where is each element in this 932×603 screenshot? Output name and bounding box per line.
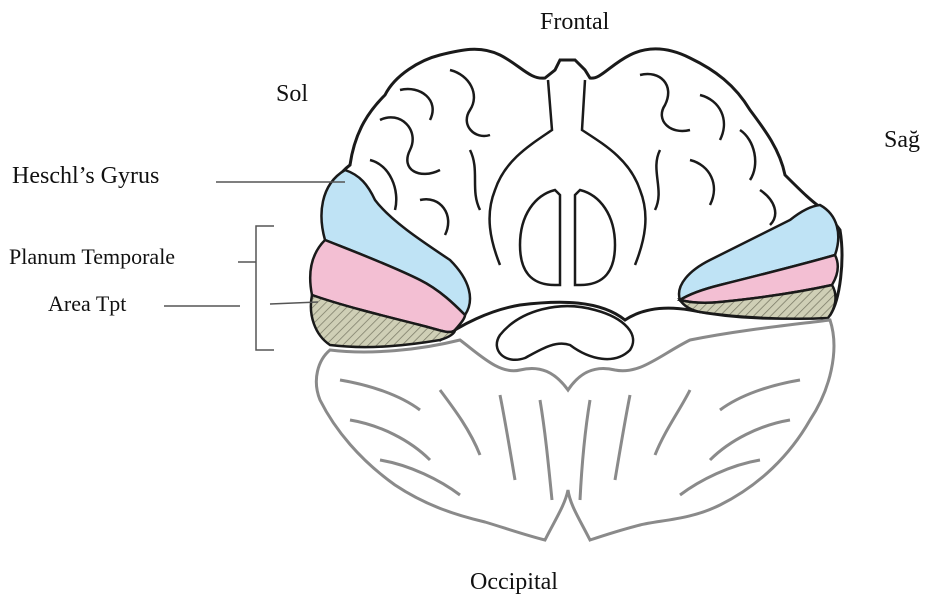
- left-side-label: Sol: [276, 82, 308, 106]
- right-side-label: Sağ: [884, 128, 920, 152]
- heschl-gyrus-label: Heschl’s Gyrus: [12, 164, 159, 188]
- midbrain-structure: [497, 306, 633, 360]
- frontal-label: Frontal: [540, 10, 609, 34]
- area-tpt-label: Area Tpt: [48, 293, 126, 315]
- occipital-label: Occipital: [470, 570, 558, 594]
- region-bracket: [256, 226, 274, 350]
- planum-temporale-label: Planum Temporale: [9, 246, 175, 268]
